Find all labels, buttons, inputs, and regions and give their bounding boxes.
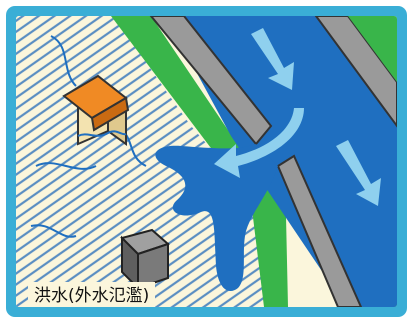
ripple-2 (35, 162, 97, 170)
figure-frame: 洪水(外水氾濫) (6, 6, 407, 317)
grass-bank-far (348, 16, 397, 82)
levee-upper-left (149, 16, 273, 146)
caption-label: 洪水(外水氾濫) (28, 282, 156, 307)
box-icon (120, 228, 170, 291)
ripple-1 (50, 35, 77, 87)
levee-right (314, 16, 397, 128)
floodwater (155, 144, 278, 292)
flow-arrow-icon (251, 28, 294, 90)
flow-arrow-icon (214, 108, 304, 178)
house-icon (62, 74, 130, 146)
flood-scene: 洪水(外水氾濫) (16, 16, 397, 307)
flow-arrow-icon (336, 140, 381, 206)
levee-lower-left (276, 154, 363, 307)
grass-bank-left (111, 16, 288, 307)
ripple-4 (30, 224, 77, 238)
